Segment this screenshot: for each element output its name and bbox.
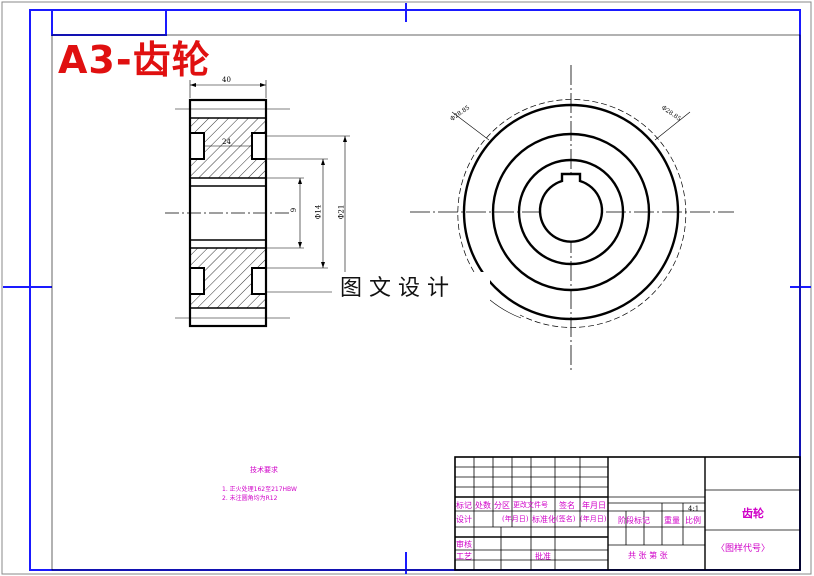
dim-outer-label: Φ21 (337, 204, 346, 220)
section-view (165, 80, 350, 328)
dim-keyway-label: 9 (290, 207, 299, 213)
watermark-text: 图文设计 (332, 272, 490, 306)
dim-bore-label: 24 (222, 138, 231, 146)
tech-requirement-2: 2. 未注圆角均为R12 (222, 495, 278, 502)
tb-weight-label: 重量 (664, 516, 680, 525)
tb-part-name: 齿轮 (742, 507, 764, 520)
tb-sheets-label: 共 张 第 张 (628, 551, 668, 560)
tb-r1-c1: 标记 (456, 501, 472, 510)
tech-requirements-title: 技术要求 (250, 466, 278, 474)
tb-r1-c2: 处数 (475, 501, 491, 510)
tb-r4-c1: 工艺 (456, 552, 472, 561)
tb-r1-c5: 签名 (559, 501, 575, 510)
tb-r1-c3: 分区 (494, 501, 510, 510)
sheet-title: A3-齿轮 (58, 38, 211, 82)
tb-r2-c3: (年月日) (502, 515, 529, 523)
tb-r2-c1: 设计 (456, 515, 472, 524)
dim-hub-label: Φ14 (314, 204, 323, 220)
tb-r1-c6: 年月日 (582, 501, 606, 510)
code-box (51, 10, 167, 36)
tb-r3-c1: 审核 (456, 540, 472, 549)
tb-r2-c6: (年月日) (580, 515, 607, 523)
tb-scale-label: 比例 (685, 516, 701, 525)
tech-requirement-1: 1. 正火处理162至217HBW (222, 486, 297, 493)
front-view (410, 65, 734, 370)
thin-frame (51, 34, 801, 571)
tb-r2-c4: 标准化 (532, 515, 556, 524)
tb-scale-value: 4:1 (688, 505, 700, 513)
tb-r4-c4: 批准 (535, 552, 551, 561)
tb-r2-c5: (签名) (556, 515, 576, 523)
tb-r1-c4: 更改文件号 (513, 501, 548, 509)
dim-width-label: 40 (222, 76, 231, 84)
tb-stage-label: 阶段标记 (618, 516, 650, 525)
tb-drawing-code: 〈图样代号〉 (716, 544, 771, 554)
